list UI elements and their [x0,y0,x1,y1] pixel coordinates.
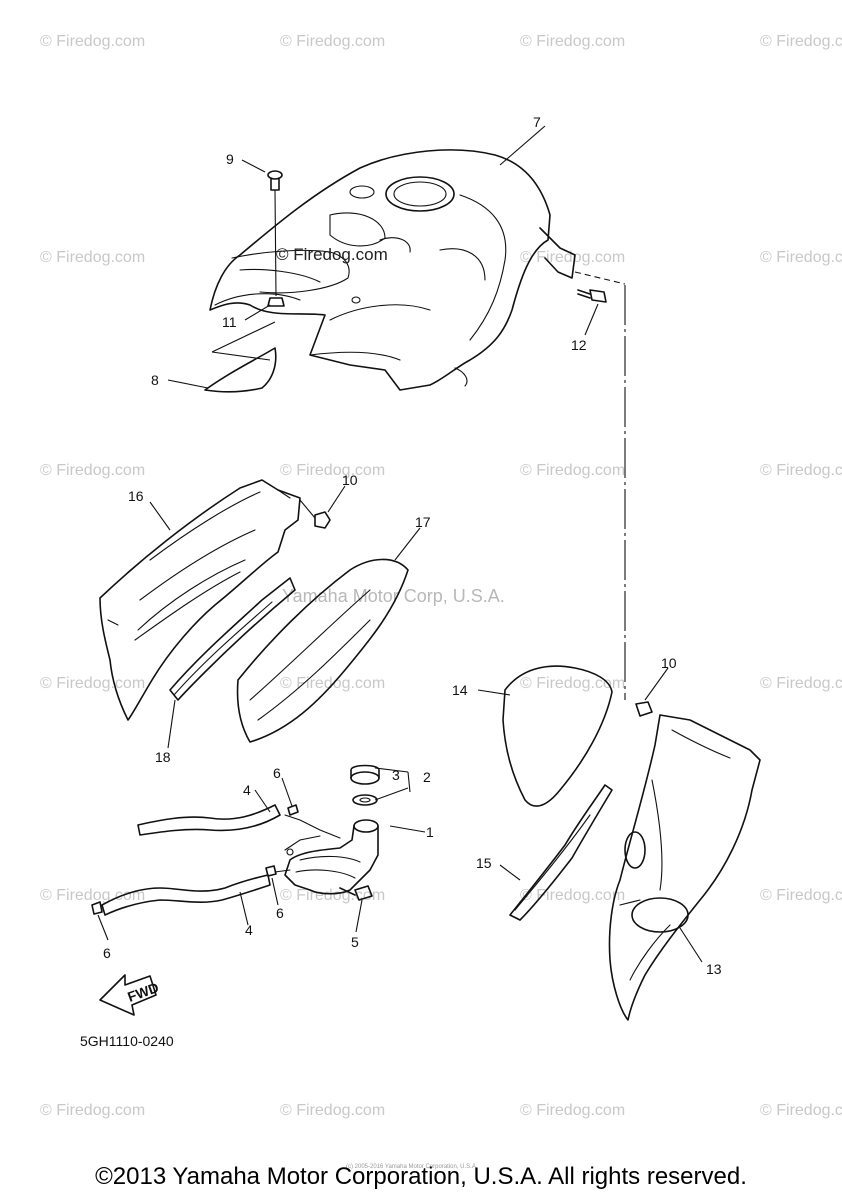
callout-4: 4 [245,922,253,938]
tiny-credit-text: (c) 2005-2016 Yamaha Motor Corporation, … [346,1164,478,1170]
callout-4: 4 [243,782,251,798]
watermark: © Firedog.com [280,1102,385,1119]
part-8-pad [204,321,277,393]
callout-1: 1 [426,824,434,840]
watermark: © Firedog.com [520,249,625,266]
watermark: © Firedog.com [760,887,842,904]
callout-8: 8 [151,372,159,388]
callout-10: 10 [342,472,358,488]
watermark: © Firedog.com [520,887,625,904]
callout-16: 16 [128,488,144,504]
callout-5: 5 [351,934,359,950]
center-watermark: Yamaha Motor Corp, U.S.A. [282,586,505,606]
callout-3: 3 [392,767,400,783]
part-4-hose-upper [137,804,341,839]
overlay-watermark: © Firedog.com [276,245,388,264]
part-12-bolt [577,289,607,303]
watermark: © Firedog.com [760,33,842,50]
callout-6: 6 [103,945,111,961]
part-2-cap [350,764,380,785]
part-16-side-cover [99,479,301,721]
watermark: © Firedog.com [520,675,625,692]
part-9-screw [267,170,283,297]
callout-11: 11 [222,314,237,330]
leader-dashed [574,271,626,285]
copyright-notice: ©2013 Yamaha Motor Corporation, U.S.A. A… [95,1163,747,1190]
callout-10: 10 [661,655,677,671]
watermark: © Firedog.com [40,887,145,904]
fwd-arrow: FWD [99,974,161,1016]
watermark: © Firedog.com [760,249,842,266]
part-3-seal [352,794,378,806]
watermark: © Firedog.com [280,462,385,479]
watermark: © Firedog.com [760,462,842,479]
part-18-strip [169,577,296,701]
watermark: © Firedog.com [760,1102,842,1119]
callout-18: 18 [155,749,171,765]
watermark: © Firedog.com [520,33,625,50]
watermark: © Firedog.com [280,33,385,50]
part-10-grommet-lower [635,701,653,717]
watermark: © Firedog.com [40,33,145,50]
callout-labels: 2 3 1 4 4 5 6 6 6 7 8 9 10 10 11 12 13 1… [103,114,722,977]
exploded-parts-diagram: © Firedog.com © Firedog.com © Firedog.co… [40,33,842,1119]
part-11-nut [267,297,285,307]
callout-14: 14 [452,682,468,698]
watermark: © Firedog.com [40,675,145,692]
part-13-side-cover [608,714,761,1021]
diagram-code: 5GH1110-0240 [80,1033,174,1049]
part-1-coolant-tank [284,819,379,895]
leader-lines [97,125,703,963]
part-4-hose-lower [91,865,291,916]
part-14-panel [502,665,613,807]
part-10-grommet [299,499,331,529]
callout-6: 6 [276,905,284,921]
watermark: © Firedog.com [520,1102,625,1119]
callout-2: 2 [423,769,431,785]
watermark: © Firedog.com [520,462,625,479]
callout-7: 7 [533,114,541,130]
watermark: © Firedog.com [40,249,145,266]
callout-12: 12 [571,337,587,353]
callout-13: 13 [706,961,722,977]
part-17-pad [236,558,409,743]
part-15-strip [509,784,613,921]
watermark: © Firedog.com [40,1102,145,1119]
callout-17: 17 [415,514,431,530]
callout-15: 15 [476,855,492,871]
watermark: © Firedog.com [40,462,145,479]
part-5-screw [339,885,373,901]
watermark-grid: © Firedog.com © Firedog.com © Firedog.co… [40,33,842,1119]
watermark: © Firedog.com [760,675,842,692]
callout-6: 6 [273,765,281,781]
callout-9: 9 [226,151,234,167]
part-7-tank-cover: © Firedog.com [209,149,576,391]
